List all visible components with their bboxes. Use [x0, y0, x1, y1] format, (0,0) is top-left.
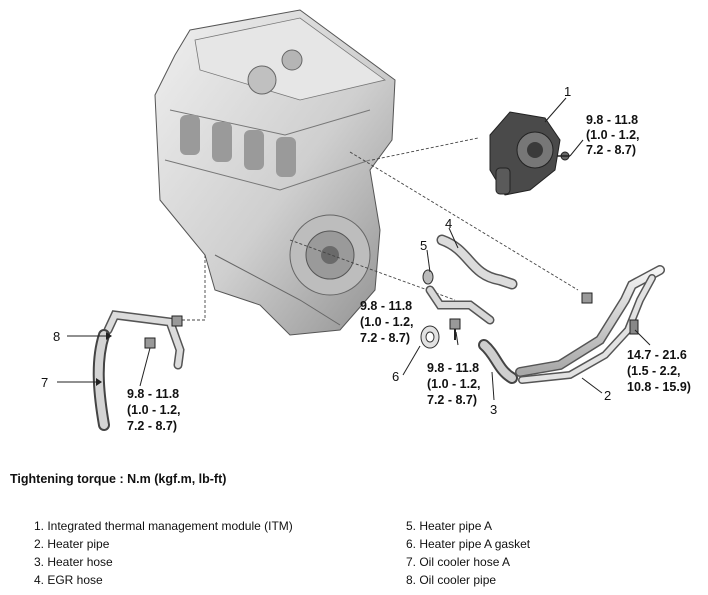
callout-7: 7: [41, 375, 48, 390]
callout-8: 8: [53, 329, 60, 344]
legend-right-column: 5. Heater pipe A 6. Heater pipe A gasket…: [406, 517, 530, 589]
svg-text:14.7 - 21.6: 14.7 - 21.6: [627, 348, 687, 362]
callout-2: 2: [604, 388, 611, 403]
svg-text:(1.0 - 1.2,: (1.0 - 1.2,: [427, 377, 481, 391]
legend-item: 7. Oil cooler hose A: [406, 555, 511, 569]
torque-spec-heater-pipe-stud: 14.7 - 21.6 (1.5 - 2.2, 10.8 - 15.9): [627, 348, 691, 394]
svg-text:9.8 - 11.8: 9.8 - 11.8: [127, 387, 179, 401]
legend-item: 3. Heater hose: [34, 555, 113, 569]
svg-text:7.2 - 8.7): 7.2 - 8.7): [427, 393, 477, 407]
legend-item: 6. Heater pipe A gasket: [406, 537, 531, 551]
torque-spec-heater-pipe-a-bolt: 9.8 - 11.8 (1.0 - 1.2, 7.2 - 8.7): [360, 299, 414, 345]
svg-text:9.8 - 11.8: 9.8 - 11.8: [586, 113, 638, 127]
svg-text:7.2 - 8.7): 7.2 - 8.7): [586, 143, 636, 157]
heater-pipe-a: [422, 269, 495, 325]
oil-cooler-pipe: [103, 310, 185, 370]
legend-left-column: 1. Integrated thermal management module …: [34, 517, 293, 589]
itm-module: [489, 111, 570, 196]
legend-item: 2. Heater pipe: [34, 537, 110, 551]
torque-spec-itm-bolt: 9.8 - 11.8 (1.0 - 1.2, 7.2 - 8.7): [586, 113, 640, 157]
svg-text:10.8 - 15.9): 10.8 - 15.9): [627, 380, 691, 394]
legend-item: 5. Heater pipe A: [406, 519, 493, 533]
legend-item: 4. EGR hose: [34, 573, 103, 587]
svg-text:9.8 - 11.8: 9.8 - 11.8: [427, 361, 479, 375]
heater-pipe-a-gasket: [420, 325, 440, 349]
engine-block: [154, 9, 396, 336]
svg-text:9.8 - 11.8: 9.8 - 11.8: [360, 299, 412, 313]
svg-text:7.2 - 8.7): 7.2 - 8.7): [127, 419, 177, 433]
svg-text:7.2 - 8.7): 7.2 - 8.7): [360, 331, 410, 345]
legend-item: 1. Integrated thermal management module …: [34, 519, 293, 533]
svg-text:(1.5 - 2.2,: (1.5 - 2.2,: [627, 364, 681, 378]
svg-text:(1.0 - 1.2,: (1.0 - 1.2,: [360, 315, 414, 329]
svg-text:(1.0 - 1.2,: (1.0 - 1.2,: [586, 128, 640, 142]
callout-1: 1: [564, 84, 571, 99]
torque-spec-oil-cooler-bolt: 9.8 - 11.8 (1.0 - 1.2, 7.2 - 8.7): [127, 387, 181, 433]
callout-3: 3: [490, 402, 497, 417]
callout-4: 4: [445, 216, 452, 231]
svg-text:(1.0 - 1.2,: (1.0 - 1.2,: [127, 403, 181, 417]
callout-5: 5: [420, 238, 427, 253]
leader-arrowheads: [96, 332, 112, 386]
torque-spec-heater-pipe-bolt: 9.8 - 11.8 (1.0 - 1.2, 7.2 - 8.7): [427, 361, 481, 407]
heater-pipe-a-bolt: [449, 318, 461, 340]
heater-pipe: [515, 265, 665, 384]
legend-item: 8. Oil cooler pipe: [406, 573, 497, 587]
torque-heading: Tightening torque : N.m (kgf.m, lb-ft): [10, 472, 227, 486]
engine-cooling-diagram: 1 2 3 4 5 6 7 8 9.8 - 11.8 (1.0 - 1.2, 7…: [41, 9, 691, 433]
callout-6: 6: [392, 369, 399, 384]
leader-lines: [57, 97, 651, 401]
